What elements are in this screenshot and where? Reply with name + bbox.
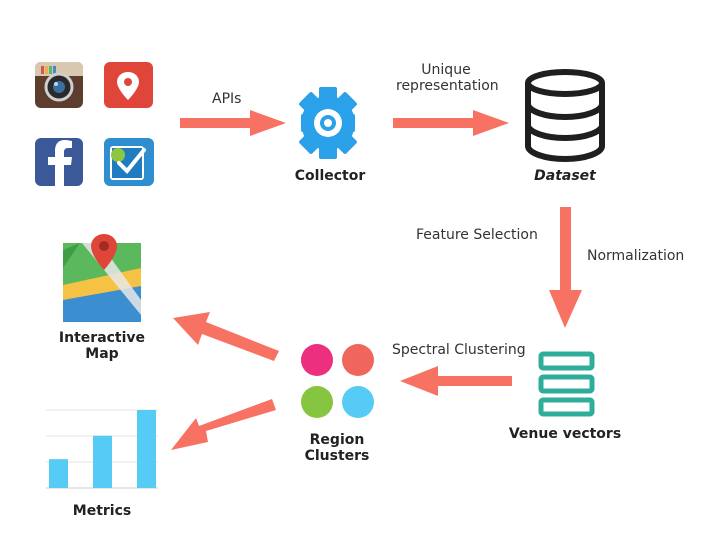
interactive-map-line-1: Interactive xyxy=(58,330,146,346)
feature-selection-label: Feature Selection xyxy=(416,227,538,243)
region-clusters-icon xyxy=(301,344,374,418)
instagram-icon xyxy=(35,62,83,108)
venue-vectors-label: Venue vectors xyxy=(508,426,622,442)
interactive-map-line-2: Map xyxy=(85,346,119,362)
location-pin-icon xyxy=(104,62,153,108)
arrow-clusters-to-map xyxy=(173,312,279,361)
foursquare-icon xyxy=(104,138,154,186)
arrow-dataset-to-vectors xyxy=(549,207,582,328)
apis-label: APIs xyxy=(212,91,242,107)
database-icon xyxy=(525,69,605,163)
metrics-bar-2 xyxy=(93,435,112,488)
unique-representation-label: Unique representation xyxy=(396,62,499,94)
facebook-icon xyxy=(35,138,83,186)
region-clusters-label: Region Clusters xyxy=(297,432,377,464)
spectral-clustering-label: Spectral Clustering xyxy=(392,342,526,358)
collector-label: Collector xyxy=(294,168,366,184)
map-icon xyxy=(63,234,141,322)
arrow-collector-to-dataset xyxy=(393,110,509,136)
region-clusters-line-2: Clusters xyxy=(304,448,370,464)
arrow-sources-to-collector xyxy=(180,110,286,136)
region-clusters-line-1: Region xyxy=(309,432,365,448)
metrics-chart xyxy=(46,409,158,489)
unique-representation-line-1: Unique xyxy=(421,62,471,78)
normalization-label: Normalization xyxy=(587,248,685,264)
arrow-vectors-to-clusters xyxy=(400,366,512,396)
arrow-clusters-to-metrics xyxy=(171,399,276,450)
unique-representation-line-2: representation xyxy=(396,78,499,94)
list-icon xyxy=(538,351,595,417)
metrics-bar-1 xyxy=(49,459,68,488)
metrics-label: Metrics xyxy=(72,503,132,519)
interactive-map-label: Interactive Map xyxy=(52,330,152,362)
gear-icon xyxy=(299,87,357,159)
dataset-label: Dataset xyxy=(534,168,596,184)
metrics-bar-3 xyxy=(137,410,156,488)
